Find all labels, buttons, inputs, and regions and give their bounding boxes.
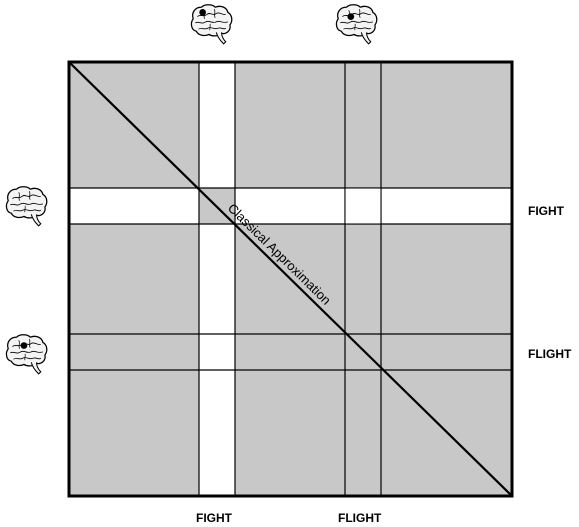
- brain-icon: [6, 335, 46, 374]
- brain-icon: [6, 187, 46, 226]
- brain-icon: [191, 5, 231, 44]
- brain-icon: [336, 5, 376, 44]
- column-label-flight: FLIGHT: [338, 511, 382, 525]
- horizontal-band-fight: [69, 188, 512, 224]
- row-label-flight: FLIGHT: [528, 347, 572, 361]
- vertical-band-fight: [199, 62, 235, 496]
- row-label-fight: FIGHT: [528, 204, 565, 218]
- flight-fight-cell: [346, 189, 381, 224]
- column-label-fight: FIGHT: [196, 511, 233, 525]
